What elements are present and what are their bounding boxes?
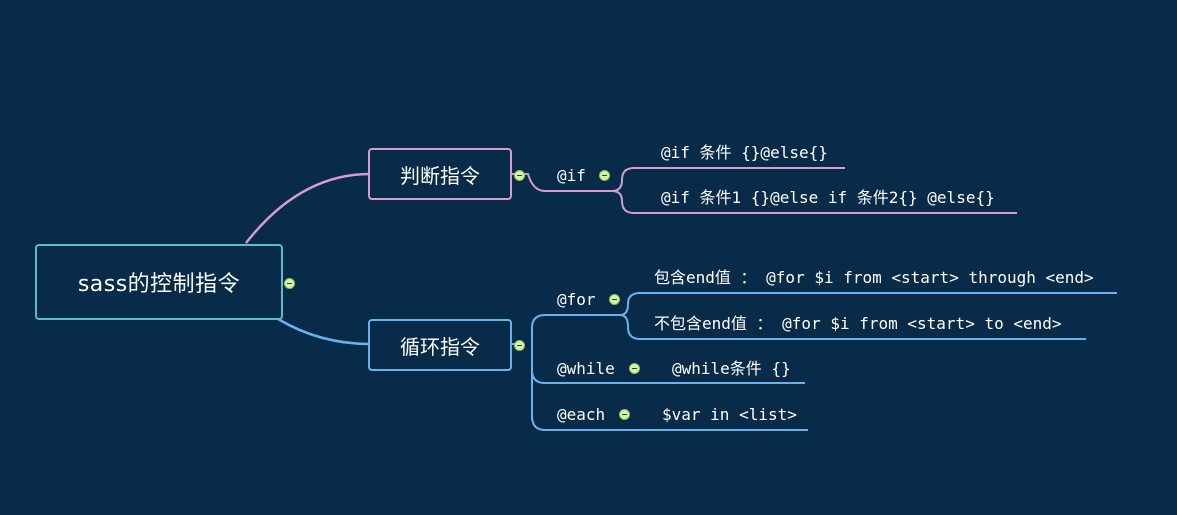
each-directive-label[interactable]: @each — [557, 405, 606, 424]
each-item[interactable]: $var in <list> — [662, 405, 797, 424]
loop-to-for-link — [531, 314, 620, 329]
loop-to-each-link — [531, 415, 808, 431]
for-to-item[interactable]: 不包含end值 ： @for $i from <start> to <end> — [654, 314, 1062, 333]
condition-branch-topic[interactable]: 判断指令 — [368, 148, 512, 200]
if-fork-bottom — [611, 190, 1017, 214]
if-else-item[interactable]: @if 条件 {}@else{} — [661, 143, 828, 162]
root-to-condition-link — [245, 172, 371, 244]
root-collapse-icon[interactable] — [284, 278, 295, 289]
loop-collapse-icon[interactable] — [514, 340, 525, 351]
root-to-loop-link — [277, 317, 371, 346]
for-fork-bottom — [619, 314, 1086, 340]
while-item[interactable]: @while条件 {} — [672, 359, 791, 378]
root-topic-label: sass的控制指令 — [77, 272, 241, 297]
condition-to-if-link — [512, 173, 612, 192]
for-collapse-icon[interactable] — [609, 294, 620, 305]
condition-collapse-icon[interactable] — [514, 170, 525, 181]
each-collapse-icon[interactable] — [619, 409, 630, 420]
root-topic[interactable]: sass的控制指令 — [35, 244, 283, 320]
if-directive-label[interactable]: @if — [557, 166, 586, 185]
loop-to-while-link — [531, 369, 805, 384]
for-through-item[interactable]: 包含end值 ： @for $i from <start> through <e… — [654, 268, 1094, 287]
if-else-if-item[interactable]: @if 条件1 {}@else if 条件2{} @else{} — [661, 188, 995, 207]
if-fork-top — [611, 167, 845, 192]
for-directive-label[interactable]: @for — [557, 290, 596, 309]
while-collapse-icon[interactable] — [629, 363, 640, 374]
if-collapse-icon[interactable] — [599, 170, 610, 181]
loop-branch-label: 循环指令 — [400, 334, 480, 359]
condition-branch-label: 判断指令 — [400, 163, 480, 188]
loop-branch-topic[interactable]: 循环指令 — [368, 319, 512, 371]
for-fork-top — [619, 292, 1117, 316]
while-directive-label[interactable]: @while — [557, 359, 615, 378]
